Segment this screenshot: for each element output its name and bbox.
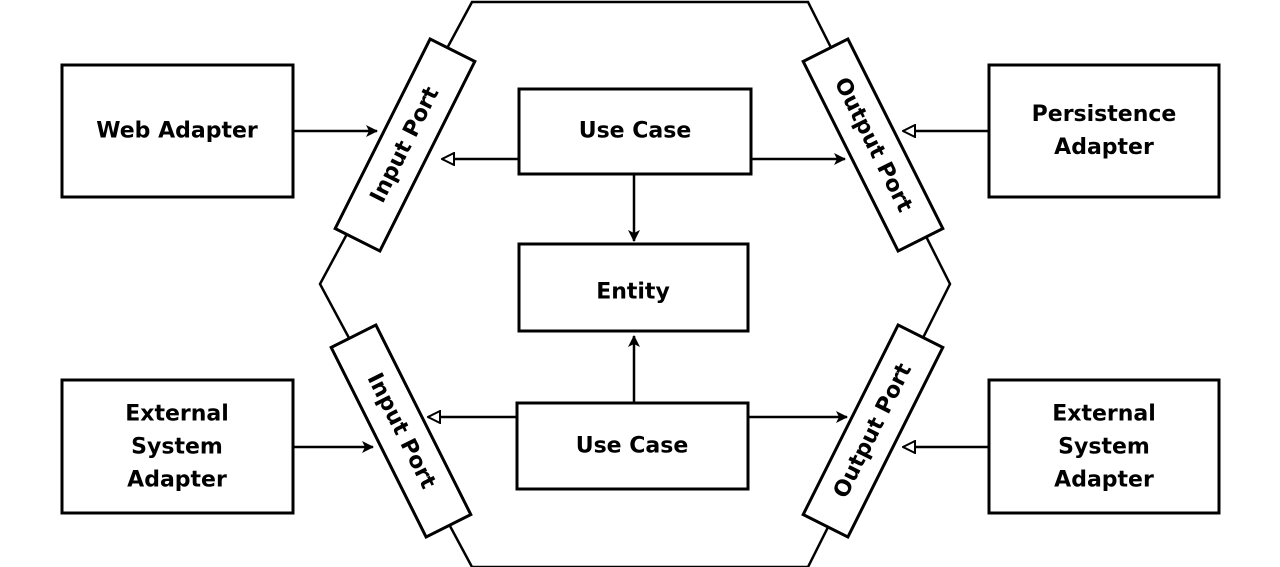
ext-adapter-left-line: System bbox=[131, 435, 223, 460]
use-case-bottom-line: Use Case bbox=[576, 434, 689, 459]
output-port-bottom-node: Output Port bbox=[801, 323, 945, 539]
ext-adapter-left-line: Adapter bbox=[127, 468, 227, 493]
use-case-bottom-label: Use Case bbox=[576, 434, 689, 459]
ext-adapter-right-line: Adapter bbox=[1054, 468, 1154, 493]
persistence-adapter-line: Adapter bbox=[1054, 135, 1154, 160]
use-case-bottom-node: Use Case bbox=[515, 401, 750, 491]
output-port-top-node: Output Port bbox=[801, 37, 945, 253]
entity-line: Entity bbox=[596, 280, 670, 305]
input-port-top-node: Input Port bbox=[333, 37, 477, 253]
hexagon-boundary bbox=[318, 0, 952, 567]
entity-label: Entity bbox=[596, 280, 670, 305]
persistence-adapter-line: Persistence bbox=[1032, 102, 1177, 127]
web-adapter-node: Web Adapter bbox=[60, 63, 295, 199]
edge-layer bbox=[293, 131, 989, 447]
use-case-top-node: Use Case bbox=[517, 87, 753, 176]
ext-adapter-right-line: System bbox=[1058, 435, 1150, 460]
ext-adapter-right-line: External bbox=[1052, 402, 1156, 427]
use-case-top-label: Use Case bbox=[579, 119, 692, 144]
web-adapter-label: Web Adapter bbox=[96, 119, 258, 144]
use-case-top-line: Use Case bbox=[579, 119, 692, 144]
input-port-bottom-node: Input Port bbox=[329, 323, 473, 539]
entity-node: Entity bbox=[517, 242, 750, 333]
ext-adapter-left-line: External bbox=[125, 402, 229, 427]
web-adapter-line: Web Adapter bbox=[96, 119, 258, 144]
